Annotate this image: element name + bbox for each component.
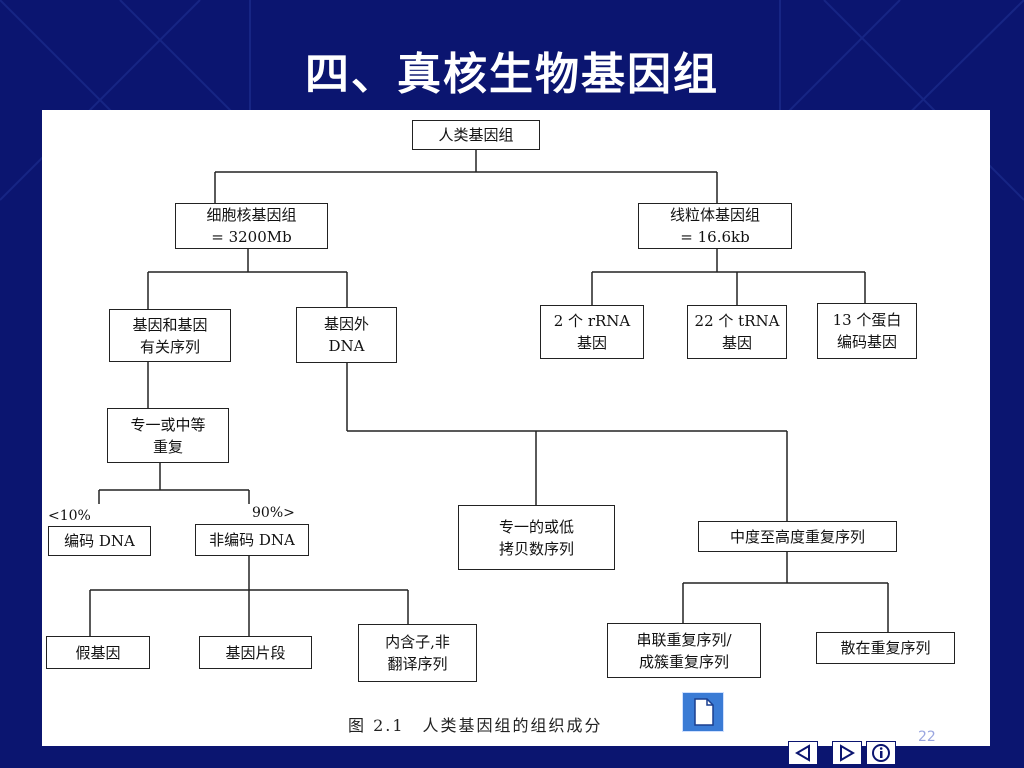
node-label: 翻译序列 — [387, 655, 448, 673]
node-label: 基因外 — [323, 315, 369, 333]
node-label: 基因和基因 — [132, 315, 208, 334]
figure-caption: 图 2.1 人类基因组的组织成分 — [348, 716, 603, 735]
node-label: 线粒体基因组 — [669, 206, 760, 224]
node-label: 编码 DNA — [64, 532, 135, 550]
doc-icon[interactable] — [682, 692, 724, 732]
node-label: = 3200Mb — [211, 228, 292, 246]
diagram-panel: 人类基因组 细胞核基因组 = 3200Mb 线粒体基因组 = 16.6kb 基因… — [42, 110, 990, 746]
prev-arrow-icon — [795, 744, 810, 762]
node-noncoding-dna: 非编码 DNA — [195, 524, 309, 556]
node-rrna-genes: 2 个 rRNA 基因 — [540, 305, 644, 359]
node-label: 内含子,非 — [385, 633, 450, 651]
info-icon — [872, 744, 890, 762]
node-trna-genes: 22 个 tRNA 基因 — [687, 305, 787, 359]
node-gene-related: 基因和基因 有关序列 — [109, 309, 231, 362]
node-label: 编码基因 — [836, 333, 897, 351]
slide-title: 四、真核生物基因组 — [305, 49, 719, 100]
node-label: 22 个 tRNA — [694, 312, 780, 330]
node-mid-high-repeat: 中度至高度重复序列 — [698, 521, 897, 552]
node-extragenic-dna: 基因外 DNA — [296, 307, 397, 363]
node-label: 假基因 — [75, 643, 121, 662]
tree-connectors — [89, 150, 889, 636]
node-label: 拷贝数序列 — [498, 539, 574, 558]
pct-right-label: 90%> — [252, 505, 295, 521]
node-label: = 16.6kb — [680, 228, 750, 246]
node-pseudogene: 假基因 — [46, 636, 150, 669]
node-tandem-repeat: 串联重复序列/ 成簇重复序列 — [607, 623, 761, 678]
node-mito-genome: 线粒体基因组 = 16.6kb — [638, 203, 792, 249]
node-label: 串联重复序列/ — [636, 630, 732, 649]
next-button[interactable] — [832, 741, 862, 765]
node-single-moderate-repeat: 专一或中等 重复 — [107, 408, 229, 463]
node-label: 非编码 DNA — [209, 531, 295, 549]
node-label: 基因 — [721, 334, 752, 352]
node-label: 重复 — [152, 437, 183, 456]
node-label: 专一或中等 — [130, 415, 206, 434]
node-nuclear-genome: 细胞核基因组 = 3200Mb — [175, 203, 328, 249]
node-label: 人类基因组 — [438, 126, 514, 144]
node-label: 基因片段 — [225, 643, 286, 662]
node-protein-coding-genes: 13 个蛋白 编码基因 — [817, 303, 917, 359]
info-button[interactable] — [866, 741, 896, 765]
node-coding-dna: 编码 DNA — [48, 526, 151, 556]
node-label: 有关序列 — [139, 337, 200, 356]
node-label: 中度至高度重复序列 — [729, 527, 865, 546]
node-human-genome: 人类基因组 — [412, 120, 540, 150]
node-label: 基因 — [576, 334, 607, 352]
node-label: 2 个 rRNA — [553, 312, 631, 330]
prev-button[interactable] — [788, 741, 818, 765]
pct-left-label: <10% — [48, 508, 91, 524]
node-label: 散在重复序列 — [840, 639, 931, 657]
node-label: 13 个蛋白 — [832, 311, 902, 329]
node-label: DNA — [328, 337, 365, 355]
node-dispersed-repeat: 散在重复序列 — [816, 632, 955, 664]
node-unique-low-copy: 专一的或低 拷贝数序列 — [458, 505, 615, 570]
node-label: 成簇重复序列 — [638, 652, 729, 671]
node-label: 细胞核基因组 — [206, 206, 297, 224]
node-label: 专一的或低 — [498, 517, 574, 536]
node-gene-fragment: 基因片段 — [199, 636, 312, 669]
next-arrow-icon — [840, 744, 855, 762]
page-number: 22 — [918, 729, 936, 745]
node-intron: 内含子,非 翻译序列 — [358, 624, 477, 682]
